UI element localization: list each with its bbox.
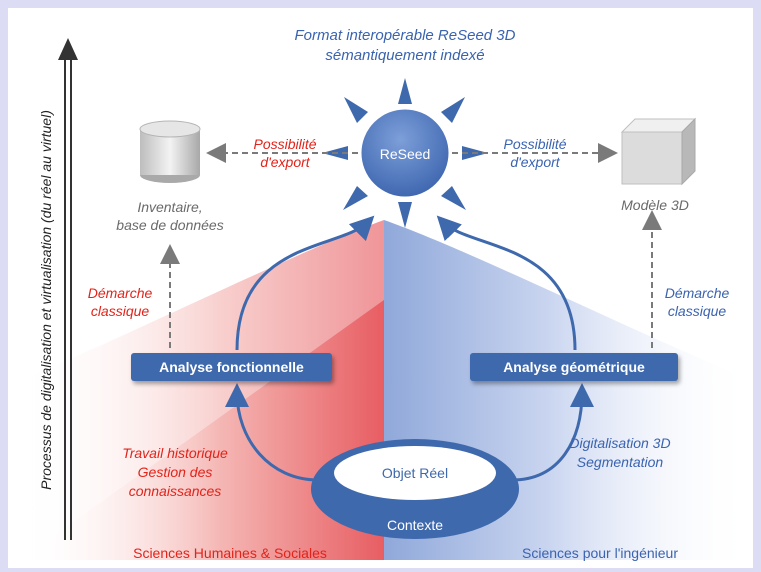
sun-rays (322, 78, 488, 228)
left-process-line-2: Gestion des (137, 464, 213, 480)
reseed-label: ReSeed (379, 146, 431, 162)
axis-arrow-head (58, 38, 78, 60)
reseed-core (358, 106, 452, 200)
left-export-line-1: Possibilité (253, 136, 317, 152)
analysis-functional-box: Analyse fonctionnelle (131, 353, 332, 381)
db-label: Inventaire, base de données (95, 198, 245, 234)
cube-icon (620, 117, 697, 186)
left-method-label: Démarche classique (75, 284, 165, 320)
left-method-line-1: Démarche (87, 285, 153, 301)
bottom-right-label: Sciences pour l'ingénieur (522, 545, 678, 561)
right-method-line-2: classique (667, 303, 727, 319)
analysis-geometric-box: Analyse géométrique (470, 353, 678, 381)
top-title: Format interopérable ReSeed 3D sémantiqu… (240, 26, 570, 66)
db-label-line-1: Inventaire, (137, 199, 203, 215)
db-label-line-2: base de données (116, 217, 224, 233)
left-process-label: Travail historique Gestion des connaissa… (100, 444, 250, 501)
top-title-line-1: Format interopérable ReSeed 3D (294, 27, 516, 44)
left-process-line-3: connaissances (128, 483, 222, 499)
right-process-line-2: Segmentation (576, 454, 664, 470)
right-export-line-2: d'export (510, 154, 560, 170)
right-export-line-1: Possibilité (503, 136, 567, 152)
context-label: Contexte (386, 517, 444, 533)
right-method-label: Démarche classique (652, 284, 742, 320)
database-icon (139, 120, 201, 183)
right-export-label: Possibilité d'export (480, 135, 590, 171)
object-ellipse (334, 446, 496, 500)
left-export-line-2: d'export (260, 154, 310, 170)
top-title-line-2: sémantiquement indexé (325, 47, 485, 64)
right-process-label: Digitalisation 3D Segmentation (540, 434, 700, 472)
left-method-line-2: classique (90, 303, 150, 319)
right-process-line-1: Digitalisation 3D (569, 435, 671, 451)
right-method-line-1: Démarche (664, 285, 730, 301)
model-label: Modèle 3D (621, 197, 689, 213)
left-process-line-1: Travail historique (122, 445, 228, 461)
left-export-label: Possibilité d'export (230, 135, 340, 171)
vertical-axis-label: Processus de digitalisation et virtualis… (38, 110, 54, 490)
object-label: Objet Réel (381, 465, 449, 481)
bottom-left-label: Sciences Humaines & Sociales (133, 545, 327, 561)
